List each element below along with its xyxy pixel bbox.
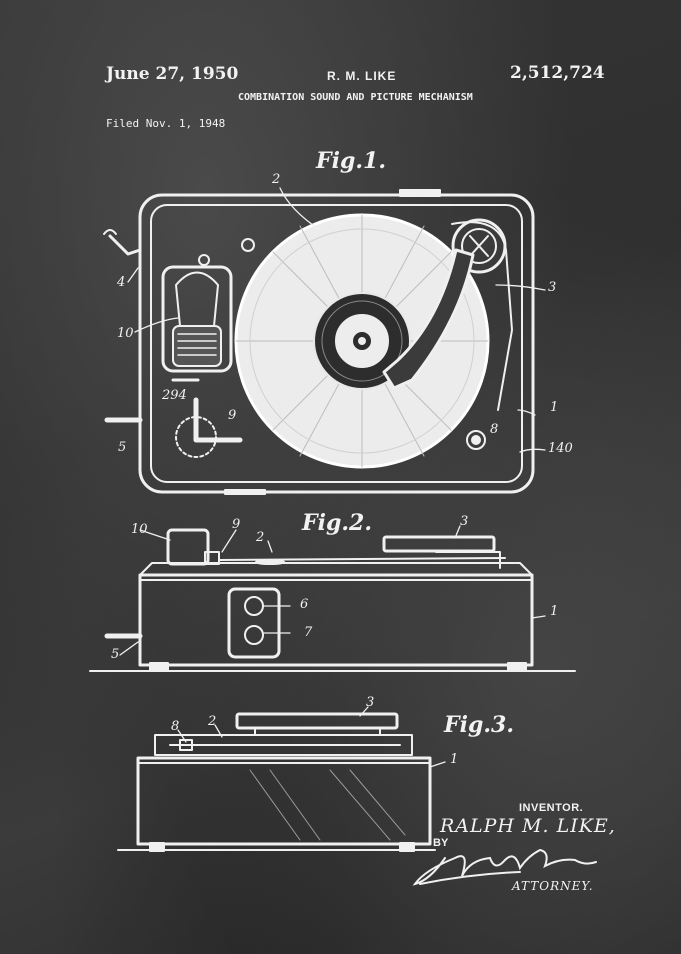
fig2-label: 6 [300, 597, 309, 612]
patent-title: COMBINATION SOUND AND PICTURE MECHANISM [238, 92, 473, 103]
fig2-label: 1 [550, 604, 559, 619]
fig2-drawing [89, 528, 576, 672]
fig2-label: 2 [256, 530, 265, 545]
fig1-drawing [103, 189, 535, 495]
fig2-label: 9 [232, 517, 241, 532]
fig1-label: 8 [490, 422, 499, 437]
fig3-caption: Fig.3. [444, 712, 514, 738]
inventor-name: RALPH M. LIKE, [440, 815, 616, 837]
leader-lines [119, 187, 546, 768]
fig1-label: 3 [548, 280, 557, 295]
fig2-label: 5 [111, 647, 120, 662]
fig3-label: 1 [450, 752, 459, 767]
fig1-label: 2 [272, 172, 281, 187]
by-label: BY [433, 837, 449, 849]
fig1-label: 5 [118, 440, 127, 455]
fig1-label: 1 [550, 400, 559, 415]
fig1-label: 9 [228, 408, 237, 423]
attorney-label: ATTORNEY. [512, 879, 594, 893]
fig1-label: 4 [117, 275, 126, 290]
fig3-label: 8 [171, 719, 180, 734]
inventor-caption: INVENTOR. [519, 802, 584, 814]
fig1-label: 10 [117, 326, 134, 341]
fig2-label: 10 [131, 522, 148, 537]
fig1-caption: Fig.1. [316, 148, 386, 174]
fig3-label: 2 [208, 714, 217, 729]
fig3-drawing [117, 712, 436, 852]
fig2-caption: Fig.2. [302, 510, 372, 536]
attorney-signature [412, 848, 597, 886]
patent-date: June 27, 1950 [106, 64, 239, 84]
fig2-label: 3 [460, 514, 469, 529]
inventor-short-name: R. M. LIKE [327, 69, 397, 83]
fig1-label: 294 [162, 388, 187, 403]
fig1-label: 140 [548, 441, 573, 456]
filed-date: Filed Nov. 1, 1948 [106, 117, 226, 130]
fig3-label: 3 [366, 695, 375, 710]
patent-number: 2,512,724 [510, 63, 605, 83]
fig2-label: 7 [304, 625, 313, 640]
